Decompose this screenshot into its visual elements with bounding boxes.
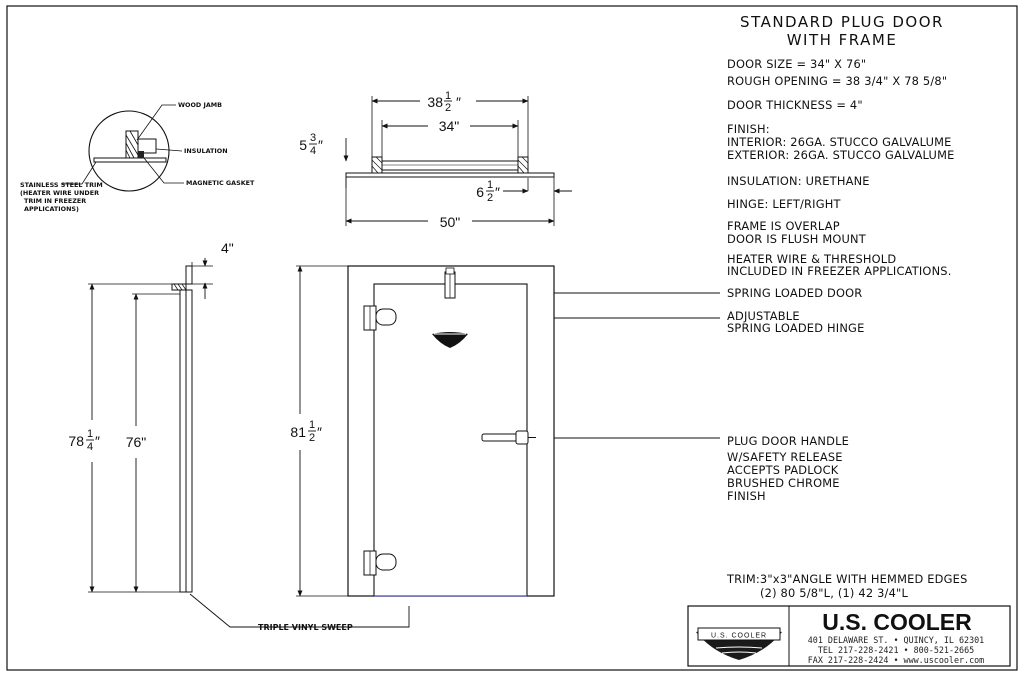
dim-5-whole: 5 <box>299 137 307 153</box>
top-hinge <box>363 305 397 331</box>
spec-finish-interior: INTERIOR: 26GA. STUCCO GALVALUME <box>727 135 952 149</box>
spec-door-size: DOOR SIZE = 34" X 76" <box>727 57 866 71</box>
svg-text:″: ″ <box>495 184 500 200</box>
title-block: STANDARD PLUG DOOR WITH FRAME <box>740 13 944 49</box>
dim-4: 4" <box>221 240 234 256</box>
dim-78-1-4: 78 1 4 ″ <box>68 428 100 453</box>
dim-78-den: 4 <box>87 441 93 453</box>
spec-door-thickness: DOOR THICKNESS = 4" <box>727 98 863 112</box>
dim-81-den: 2 <box>309 432 315 444</box>
dim-38-den: 2 <box>445 102 451 114</box>
logo-text: U.S. COOLER <box>711 633 767 640</box>
spec-insulation: INSULATION: URETHANE <box>727 174 870 188</box>
callout-handle-line-5: FINISH <box>727 489 766 503</box>
drawing-title: STANDARD PLUG DOOR <box>740 13 944 31</box>
company-logo: U.S. COOLER <box>696 627 782 660</box>
svg-text:″: ″ <box>317 424 322 440</box>
company-title-box: U.S. COOLER U.S. COOLER 401 DELAWARE ST.… <box>687 605 1011 667</box>
dim-38-num: 1 <box>445 90 451 102</box>
dim-5-den: 4 <box>310 145 316 157</box>
door-logo-badge <box>432 332 468 348</box>
svg-text:″: ″ <box>95 433 100 449</box>
dim-81-whole: 81 <box>290 424 306 440</box>
spring-closer <box>444 267 456 299</box>
front-elevation: 81 1 2 ″ <box>290 265 555 597</box>
dim-38-1-2: 38 1 2 ″ <box>427 90 461 114</box>
dim-76: 76" <box>126 434 147 450</box>
dim-78-num: 1 <box>87 428 93 440</box>
spec-hinge: HINGE: LEFT/RIGHT <box>727 197 841 211</box>
trim-note: TRIM:3"x3"ANGLE WITH HEMMED EDGES (2) 80… <box>726 572 968 600</box>
dim-50: 50" <box>440 214 461 230</box>
dim-5-3-4: 5 3 4 ″ <box>299 132 323 157</box>
dim-81-num: 1 <box>309 419 315 431</box>
bottom-hinge <box>363 550 397 576</box>
callout-handle-line-2: W/SAFETY RELEASE <box>727 450 843 464</box>
dim-34: 34" <box>439 118 460 134</box>
detail-label-magnetic-gasket: MAGNETIC GASKET <box>186 179 255 187</box>
spec-finish-heading: FINISH: <box>727 122 770 136</box>
spec-finish-exterior: EXTERIOR: 26GA. STUCCO GALVALUME <box>727 148 955 162</box>
callout-handle-line-1: PLUG DOOR HANDLE <box>727 434 849 448</box>
svg-text:″: ″ <box>456 94 461 110</box>
trim-note-line-2: (2) 80 5/8"L, (1) 42 3/4"L <box>760 586 908 600</box>
svg-text:″: ″ <box>318 137 323 153</box>
company-fax: FAX 217-228-2424 • www.uscooler.com <box>808 655 984 665</box>
company-address: 401 DELAWARE ST. • QUINCY, IL 62301 <box>808 635 984 645</box>
company-name: U.S. COOLER <box>822 609 972 635</box>
callout-hinge-line-2: SPRING LOADED HINGE <box>727 321 864 335</box>
label-triple-vinyl-sweep: TRIPLE VINYL SWEEP <box>258 623 353 632</box>
callout-handle-line-4: BRUSHED CHROME <box>727 476 840 490</box>
dim-81-1-2: 81 1 2 ″ <box>290 419 322 444</box>
dim-6-whole: 6 <box>476 184 484 200</box>
detail-label-insulation: INSULATION <box>184 147 228 155</box>
detail-label-trim-3: TRIM IN FREEZER <box>24 197 86 205</box>
detail-label-trim-4: APPLICATIONS) <box>24 205 79 213</box>
sheet-border <box>6 5 1018 671</box>
plan-view: 38 1 2 ″ 34" 50" 5 3 4 ″ 6 1 2 ″ <box>299 90 572 230</box>
spec-door-mount: DOOR IS FLUSH MOUNT <box>727 232 866 246</box>
side-section-view: 4" 78 1 4 ″ 76" TRIPLE VINYL SWEEP <box>68 240 410 632</box>
callout-handle-line-3: ACCEPTS PADLOCK <box>727 463 839 477</box>
callout-spring-door: SPRING LOADED DOOR <box>727 286 862 300</box>
callout-hinge-line-1: ADJUSTABLE <box>727 309 800 323</box>
dim-78-whole: 78 <box>68 433 84 449</box>
company-phone: TEL 217-228-2421 • 800-521-2665 <box>818 645 974 655</box>
dim-38-whole: 38 <box>427 94 443 110</box>
detail-circle <box>88 110 170 192</box>
drawing-subtitle: WITH FRAME <box>787 31 898 49</box>
spec-heater-line-2: INCLUDED IN FREEZER APPLICATIONS. <box>727 264 952 278</box>
spec-frame: FRAME IS OVERLAP <box>727 219 840 233</box>
detail-label-trim-1: STAINLESS STEEL TRIM <box>20 181 103 189</box>
dim-6-1-2: 6 1 2 ″ <box>476 179 500 204</box>
detail-label-wood-jamb: WOOD JAMB <box>178 101 222 109</box>
spec-heater-line-1: HEATER WIRE & THRESHOLD <box>727 252 896 266</box>
trim-note-line-1: TRIM:3"x3"ANGLE WITH HEMMED EDGES <box>726 572 968 586</box>
callouts: SPRING LOADED DOOR ADJUSTABLE SPRING LOA… <box>402 286 864 503</box>
gasket-detail: WOOD JAMB INSULATION MAGNETIC GASKET STA… <box>20 101 255 213</box>
detail-label-trim-2: (HEATER WIRE UNDER <box>20 189 99 197</box>
dim-5-num: 3 <box>310 132 316 144</box>
dim-6-num: 1 <box>487 179 493 191</box>
door-handle <box>481 430 536 445</box>
dim-6-den: 2 <box>487 192 493 204</box>
spec-rough-opening: ROUGH OPENING = 38 3/4" X 78 5/8" <box>727 74 947 88</box>
spec-list: DOOR SIZE = 34" X 76" ROUGH OPENING = 38… <box>727 57 955 278</box>
